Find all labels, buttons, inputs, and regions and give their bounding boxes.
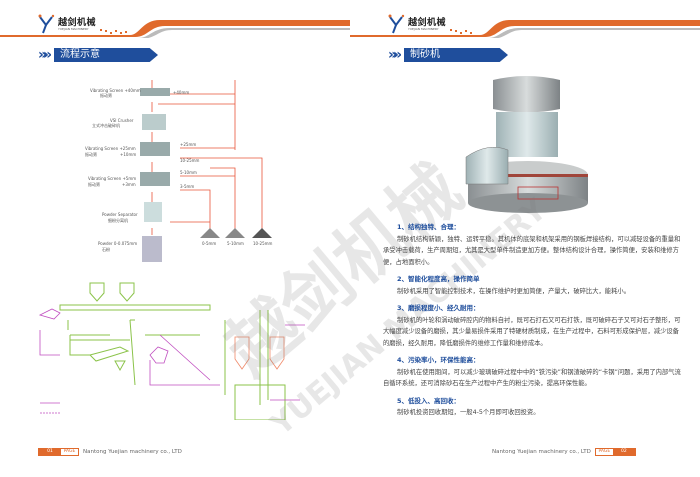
process-diagram	[38, 282, 305, 420]
section-title-text: 流程示意	[54, 48, 158, 62]
feature-body: 制砂机的叶轮和涡动破碎腔内的物料自衬，既可石打石又可石打铁，既可破碎石子又可对石…	[383, 316, 681, 347]
flow-label: +25mm	[180, 142, 196, 147]
feature-title: 1、结构独特、合理：	[397, 223, 461, 231]
feature-title: 4、污染率小，环保性能高：	[397, 356, 480, 364]
brand-name: 越剑机械	[408, 18, 447, 28]
feature-body: 制砂机采用了智能控制技术，在操作维护时更加简便，产量大，破碎比大，能耗小。	[397, 287, 630, 295]
left-page: 越剑机械 YUEJIAN MACHINERY »»流程示意 Vibrating …	[0, 14, 350, 456]
feature-body: 制砂机投资回收期短，一般4-5个月即可收回投资。	[397, 409, 540, 416]
flow-label: 细粉分离机	[108, 217, 128, 223]
logo-icon	[38, 14, 55, 34]
flow-label: 石粉	[102, 246, 110, 252]
page-number: 01	[39, 449, 61, 455]
page-label: PAGE	[595, 449, 613, 455]
feature-list: 1、结构独特、合理： 制砂机结构新颖，独特、运转平稳。其机体的底架和机架采用的钢板…	[383, 222, 683, 419]
flow-label: +3mm	[122, 182, 136, 187]
company-name: Nantong Yuejian machinery co., LTD	[83, 449, 182, 455]
flow-label: Vibrating Screen +40mm	[90, 88, 141, 93]
flow-label: Vibrating Screen +25mm	[85, 146, 136, 151]
brand-name: 越剑机械	[58, 18, 97, 28]
page-number: 02	[612, 449, 635, 455]
flow-label: 3-5mm	[180, 184, 194, 189]
flow-label: 立式冲击破碎机	[92, 122, 120, 128]
header-swoosh	[350, 20, 700, 38]
feature-body: 制砂机结构新颖，独特、运转平稳。其机体的底架和机架采用的钢板焊接结构，可以减轻设…	[383, 235, 681, 266]
chevrons-icon: »»	[38, 47, 52, 63]
feature-title: 3、磨损程度小、经久耐用：	[397, 304, 480, 312]
flow-label: 振动筛	[100, 92, 112, 98]
sand-flow-chart: Vibrating Screen +40mm 振动筛 +40mm VSI Cru…	[85, 80, 273, 262]
flow-label: VSI Crusher	[110, 118, 134, 123]
flow-label: 振动筛	[88, 181, 100, 187]
flow-label: Vibrating Screen +5mm	[88, 176, 136, 181]
header-swoosh	[0, 20, 350, 38]
flow-label: 5-10mm	[180, 170, 197, 175]
flow-label: 振动筛	[85, 151, 97, 157]
flow-label: Powder Separator	[102, 212, 138, 217]
flow-label: 0-5mm	[202, 241, 216, 246]
feature-title: 2、智能化程度高，操作简单	[397, 275, 480, 283]
company-name: Nantong Yuejian machinery co., LTD	[492, 449, 591, 455]
right-page: 越剑机械 YUEJIAN MACHINERY »»制砂机 越剑机械 YUEJIA…	[210, 0, 700, 477]
chevrons-icon: »»	[388, 47, 402, 63]
logo-icon	[388, 14, 405, 34]
flow-label: Powder 0-0.075mm	[98, 241, 137, 246]
page-label: PAGE	[61, 449, 78, 455]
feature-body: 制砂机在使用期间，可以减少玻璃破碎过程中中的“铁污染”和钢渣破碎的“卡钢”问题，…	[383, 368, 681, 388]
flow-label: +40mm	[173, 90, 189, 95]
flow-label: 10-25mm	[180, 158, 200, 163]
flow-label: 10-25mm	[253, 241, 273, 246]
brand-name-en: YUEJIAN MACHINERY	[408, 27, 439, 31]
feature-title: 5、低投入、高回收：	[397, 396, 461, 405]
flow-label: 5-10mm	[227, 241, 244, 246]
sand-making-machine-image	[465, 76, 588, 213]
brand-name-en: YUEJIAN MACHINERY	[58, 27, 89, 31]
flow-label: +10mm	[120, 152, 136, 157]
section-title-text: 制砂机	[404, 48, 508, 62]
